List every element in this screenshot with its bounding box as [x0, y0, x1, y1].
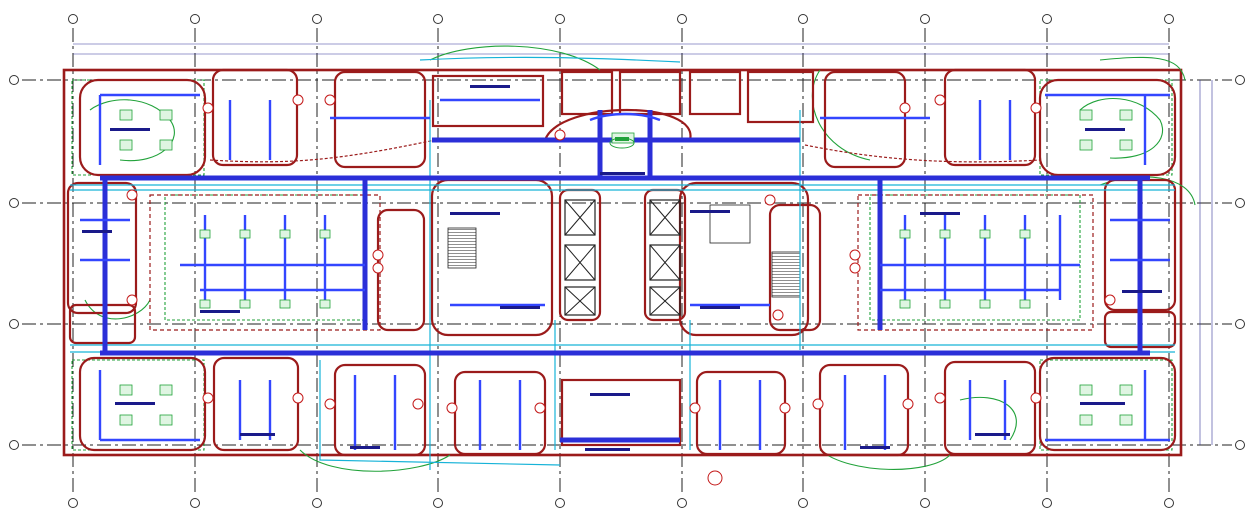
main-ductwork	[98, 93, 1170, 450]
grid-bubbles	[9, 14, 1245, 508]
dimension-strings	[73, 43, 1213, 445]
lobby-marker	[609, 137, 635, 149]
stair-and-shafts	[447, 199, 801, 316]
equipment-tags	[126, 94, 1116, 486]
room-label-marks	[82, 85, 1162, 451]
air-diffusers	[119, 109, 1133, 426]
branch-ducts	[80, 215, 1170, 300]
exterior-wall	[62, 68, 1183, 457]
